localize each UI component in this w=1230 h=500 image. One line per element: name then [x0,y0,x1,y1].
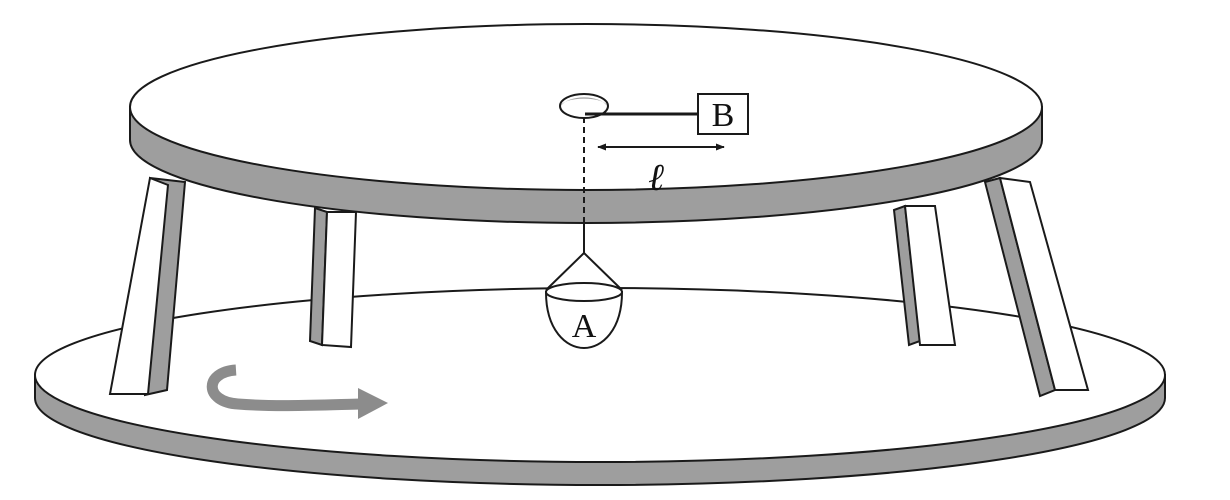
block-b: B [697,93,749,135]
back-right-leg [892,204,957,347]
front-right-leg [983,176,1090,398]
back-left-leg [308,206,358,349]
rotation-arrow-icon [206,364,388,419]
hanging-mass-a: A [544,252,624,350]
length-dimension-icon: ℓ [597,143,725,199]
length-label: ℓ [648,157,664,199]
mass-a-label: A [572,308,597,345]
block-b-label: B [712,97,735,134]
table-top [129,23,1043,224]
front-left-leg [108,176,187,397]
